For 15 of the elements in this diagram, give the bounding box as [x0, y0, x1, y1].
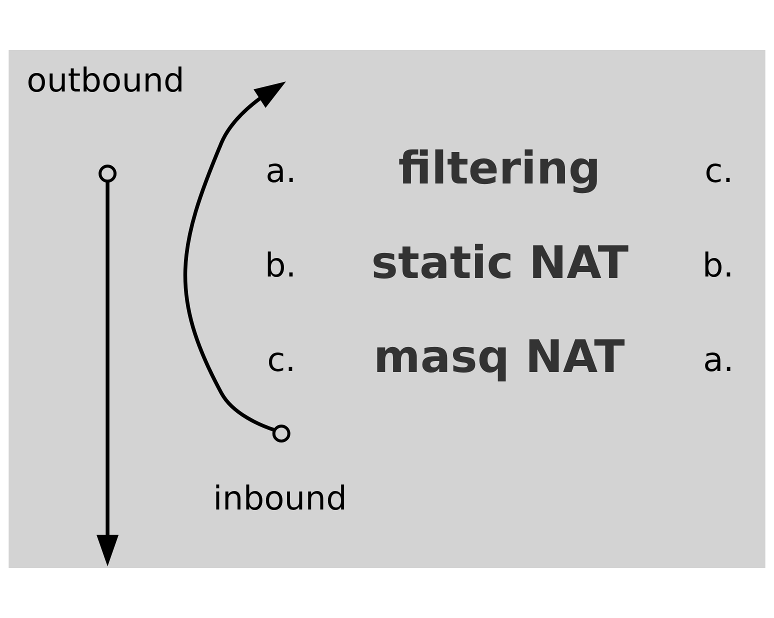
label: a.: [703, 340, 734, 379]
arrow: [184, 81, 286, 432]
label: masq NAT: [374, 330, 625, 384]
label: b.: [702, 245, 734, 284]
label: filtering: [398, 141, 601, 194]
node-circle: [272, 424, 290, 443]
label: static NAT: [371, 236, 629, 289]
label: a.: [266, 151, 296, 190]
label: c.: [267, 340, 296, 379]
node-label: outbound: [26, 60, 184, 100]
node-circle: [98, 164, 117, 183]
arrow: [96, 182, 119, 566]
node-label: inbound: [213, 478, 348, 518]
label: c.: [704, 151, 734, 190]
label: b.: [264, 245, 296, 284]
